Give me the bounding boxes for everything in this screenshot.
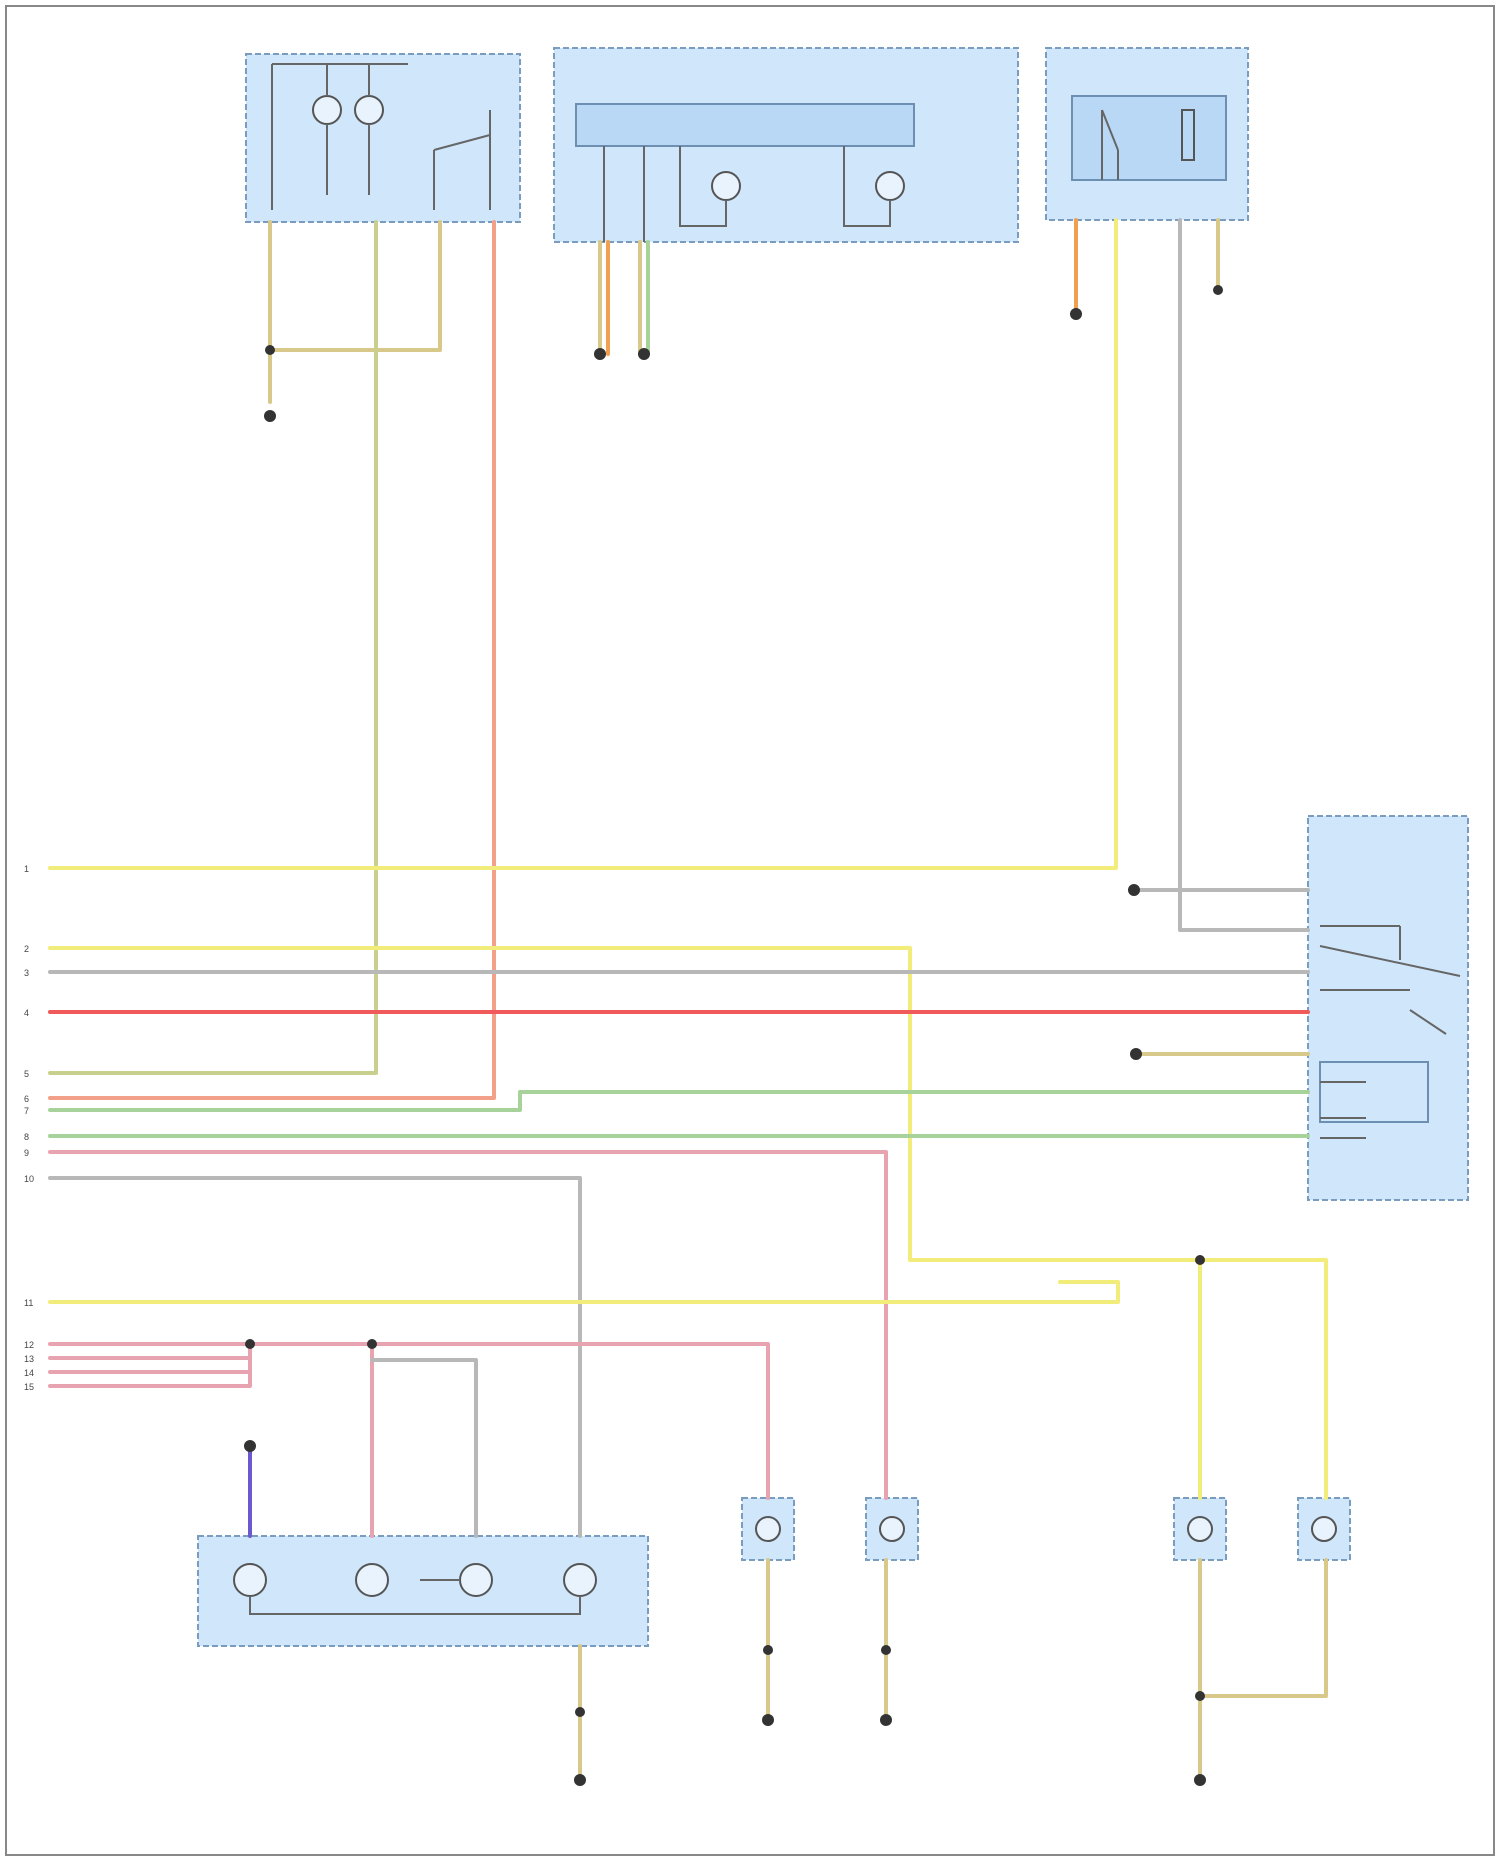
connector-pin-number: 3 xyxy=(24,968,29,978)
ground-node xyxy=(574,1774,586,1786)
connector-pin-number: 9 xyxy=(24,1148,29,1158)
connector-pin-number: 15 xyxy=(24,1382,34,1392)
splice-node xyxy=(575,1707,585,1717)
splice-node xyxy=(245,1339,255,1349)
splice-node xyxy=(1213,285,1223,295)
ground-node xyxy=(1194,1774,1206,1786)
connector-pin-number: 13 xyxy=(24,1354,34,1364)
connector-pin-number: 12 xyxy=(24,1340,34,1350)
top-right-switch xyxy=(1046,48,1248,220)
ground-node xyxy=(638,348,650,360)
connector-pin-number: 5 xyxy=(24,1069,29,1079)
ground-node xyxy=(1130,1048,1142,1060)
wire-yellow xyxy=(1110,1260,1326,1498)
connector-pin-number: 11 xyxy=(24,1298,33,1308)
bottom-mid-lamp-1 xyxy=(742,1498,794,1560)
wire-grey xyxy=(1180,220,1308,930)
wire-pink xyxy=(50,1344,768,1498)
wire-pink xyxy=(50,1372,250,1386)
wire-grey xyxy=(372,1360,476,1536)
splice-node xyxy=(1195,1255,1205,1265)
splice-node xyxy=(367,1339,377,1349)
wire-pink xyxy=(50,1152,886,1498)
lamp-icon xyxy=(880,1517,904,1541)
bulb-icon xyxy=(355,96,383,124)
connector-pin-number: 4 xyxy=(24,1008,29,1018)
connector-pin-number: 2 xyxy=(24,944,29,954)
wire-pink xyxy=(50,1344,250,1358)
right-multifunction-switch xyxy=(1308,816,1468,1200)
lamp-icon xyxy=(1188,1517,1212,1541)
lamp-icon xyxy=(564,1564,596,1596)
connector-pin-number: 6 xyxy=(24,1094,29,1104)
wire-tan xyxy=(1200,1560,1326,1696)
wire-green xyxy=(50,1092,1308,1110)
connector-pin-number: 8 xyxy=(24,1132,29,1142)
bulb-icon xyxy=(313,96,341,124)
lamp-icon xyxy=(234,1564,266,1596)
ground-node xyxy=(264,410,276,422)
wire-pink xyxy=(50,1358,250,1372)
top-center-module xyxy=(554,48,1018,242)
top-left-module xyxy=(246,54,520,222)
ground-node xyxy=(880,1714,892,1726)
lamp-icon xyxy=(460,1564,492,1596)
ground-node xyxy=(244,1440,256,1452)
ground-node xyxy=(762,1714,774,1726)
bottom-left-cluster xyxy=(198,1536,648,1646)
connector-pin-number: 14 xyxy=(24,1368,34,1378)
connector-pin-number: 1 xyxy=(24,864,29,874)
wire-yellow xyxy=(50,220,1116,868)
wire-yellow xyxy=(50,1282,1118,1302)
wire-tan xyxy=(270,222,440,350)
splice-node xyxy=(763,1645,773,1655)
lamp-icon xyxy=(756,1517,780,1541)
splice-node xyxy=(881,1645,891,1655)
connector-pin-number: 7 xyxy=(24,1106,29,1116)
bulb-icon xyxy=(712,172,740,200)
lamp-icon xyxy=(1312,1517,1336,1541)
splice-node xyxy=(1195,1691,1205,1701)
ground-node xyxy=(1070,308,1082,320)
ground-node xyxy=(594,348,606,360)
connector-pin-number: 10 xyxy=(24,1174,34,1184)
splice-node xyxy=(265,345,275,355)
bottom-mid-lamp-2 xyxy=(866,1498,918,1560)
bottom-right-lamp-1 xyxy=(1174,1498,1226,1560)
bulb-icon xyxy=(876,172,904,200)
bottom-right-lamp-2 xyxy=(1298,1498,1350,1560)
ground-node xyxy=(1128,884,1140,896)
lamp-icon xyxy=(356,1564,388,1596)
